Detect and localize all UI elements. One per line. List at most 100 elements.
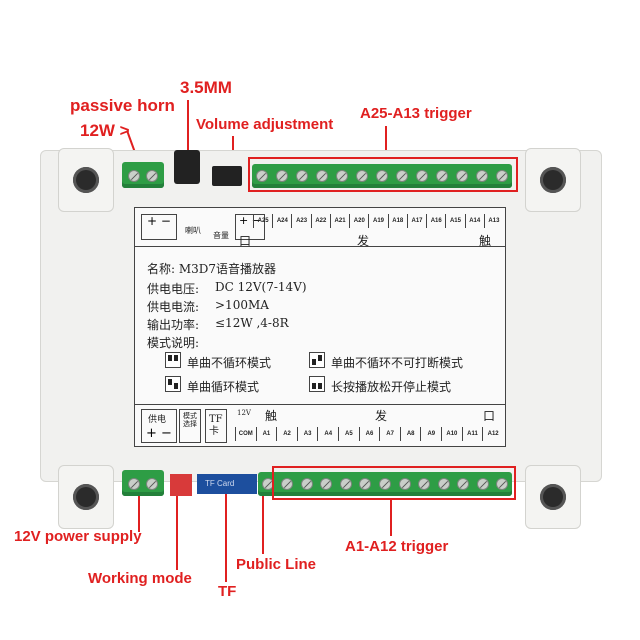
top-trigger-leader-line — [385, 126, 387, 158]
terminal-screw — [457, 478, 470, 490]
terminal-screw — [456, 170, 468, 182]
power-leader-line — [138, 492, 140, 532]
top-char-1: 口 — [239, 234, 252, 248]
mode-select-text: 模式选择 — [183, 412, 197, 428]
passive-horn-label: passive horn — [70, 96, 175, 115]
bottom-pin-label: A10 — [441, 427, 462, 441]
bottom-char-1: 触 — [265, 409, 278, 423]
top-trigger-label: A25-A13 trigger — [360, 105, 472, 122]
audio-jack — [174, 150, 200, 184]
mount-hole — [540, 167, 566, 193]
voltage-value: DC 12V(7-14V) — [215, 280, 307, 294]
bottom-pin-label: A9 — [420, 427, 441, 441]
top-pin-label: A21 — [329, 214, 349, 228]
output-power-value: ≤12W ,4-8R — [215, 316, 289, 330]
terminal-screw — [356, 170, 368, 182]
terminal-screw — [281, 478, 294, 490]
power-supply-label: 12V power supply — [14, 528, 142, 545]
terminal-screw — [496, 478, 509, 490]
volume-leader-line — [232, 136, 234, 162]
bottom-pin-label: A1 — [255, 427, 277, 441]
terminal-screw — [416, 170, 428, 182]
bottom-trigger-leader-line — [390, 498, 392, 536]
top-pin-label: A16 — [426, 214, 445, 228]
top-pin-label: A17 — [406, 214, 426, 228]
mount-ear-bottom-right — [525, 465, 581, 529]
terminal-screw — [396, 170, 408, 182]
bottom-pin-label: COM — [235, 427, 256, 441]
bottom-char-3: 口 — [483, 409, 496, 423]
terminal-screw — [320, 478, 333, 490]
public-leader-line — [262, 488, 264, 554]
bottom-pin-label: A7 — [379, 427, 400, 441]
horn-watt-label: 12W > — [80, 121, 130, 140]
top-pin-label: A20 — [349, 214, 368, 228]
top-pin-label: A24 — [272, 214, 291, 228]
current-label: 供电电流: — [147, 300, 200, 314]
tf-card-text: TF Card — [205, 479, 235, 488]
mount-hole — [73, 484, 99, 510]
screw — [128, 170, 140, 182]
working-mode-label: Working mode — [88, 570, 192, 587]
top-char-2: 发 — [357, 234, 370, 248]
top-trigger-terminals — [252, 164, 512, 188]
power-polarity: + − — [146, 426, 172, 441]
jack-leader-line — [187, 100, 189, 150]
speaker-polarity: + − — [141, 214, 177, 240]
screw — [146, 478, 158, 490]
jack-label: 3.5MM — [180, 78, 232, 97]
terminal-screw — [436, 170, 448, 182]
volume-knob[interactable] — [212, 166, 242, 186]
screw — [128, 478, 140, 490]
bottom-pin-label: A2 — [276, 427, 297, 441]
terminal-screw — [256, 170, 268, 182]
terminal-screw — [476, 170, 488, 182]
terminal-screw — [496, 170, 508, 182]
terminal-screw — [476, 478, 489, 490]
top-trigger-highlight — [248, 157, 518, 192]
terminal-screw — [398, 478, 411, 490]
bottom-12v-text: 12V — [237, 409, 251, 417]
bottom-trigger-label: A1-A12 trigger — [345, 538, 449, 555]
top-pin-label: A22 — [310, 214, 330, 228]
mode-select-box: 模式选择 — [179, 409, 201, 443]
tf-box-text: TF卡 — [209, 414, 223, 437]
mode4-text: 长按播放松开停止模式 — [331, 380, 452, 394]
mount-ear-bottom-left — [58, 465, 114, 529]
bottom-pin-label: A12 — [482, 427, 503, 441]
bottom-trigger-terminals — [258, 472, 512, 496]
top-pin-label: A19 — [368, 214, 387, 228]
mount-ear-top-right — [525, 148, 581, 212]
terminal-screw — [339, 478, 352, 490]
bottom-pin-label: A3 — [296, 427, 318, 441]
terminal-screw — [359, 478, 372, 490]
horn-terminal — [122, 162, 164, 188]
terminal-screw — [276, 170, 288, 182]
mount-hole — [540, 484, 566, 510]
bottom-char-2: 发 — [375, 409, 388, 423]
power-terminal — [122, 470, 164, 496]
terminal-screw — [418, 478, 431, 490]
top-pin-label: A15 — [445, 214, 464, 228]
tf-box: TF卡 — [205, 409, 227, 443]
screw — [146, 170, 158, 182]
mode3-switch-icon — [165, 376, 181, 392]
power-box: 供电 + − — [141, 409, 177, 443]
terminal-screw — [336, 170, 348, 182]
top-pin-label: A14 — [464, 214, 484, 228]
top-pin-label: A23 — [291, 214, 310, 228]
volume-polarity: + − — [235, 214, 265, 240]
top-pin-label: A13 — [483, 214, 503, 228]
bottom-pin-label: A6 — [358, 427, 380, 441]
mode-leader-line — [176, 496, 178, 570]
terminal-screw — [316, 170, 328, 182]
mode1-text: 单曲不循环模式 — [187, 356, 272, 370]
mode3-text: 单曲循环模式 — [187, 380, 260, 394]
terminal-screw — [296, 170, 308, 182]
terminal-screw — [376, 170, 388, 182]
top-pin-label: A18 — [387, 214, 407, 228]
tf-card-slot[interactable]: TF Card — [197, 474, 257, 494]
mode-dip-switch[interactable] — [170, 474, 192, 496]
